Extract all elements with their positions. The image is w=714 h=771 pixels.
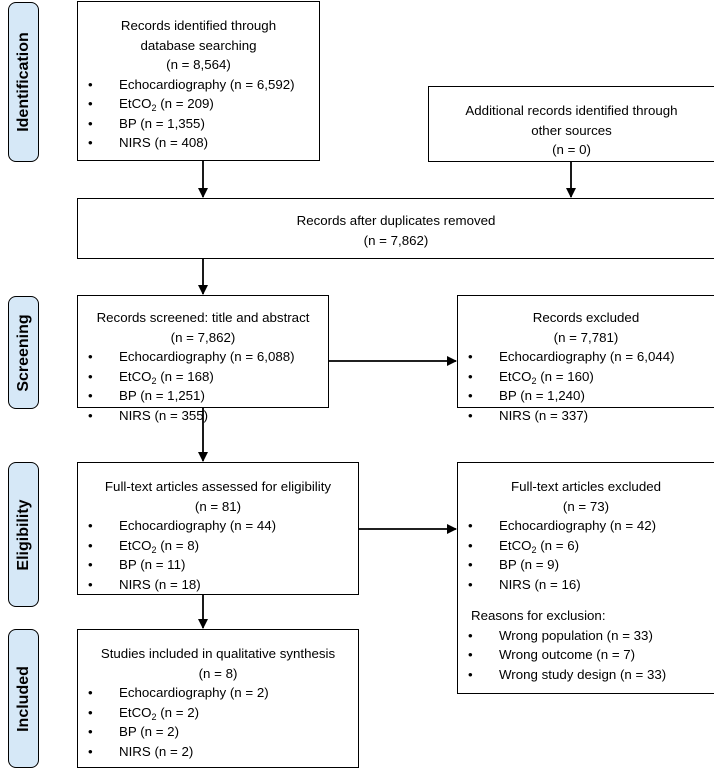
list-item: Echocardiography (n = 44) bbox=[78, 516, 358, 536]
exclusion-reasons-title: Reasons for exclusion: bbox=[471, 608, 606, 623]
duplicates-removed-box: Records after duplicates removed (n = 7,… bbox=[77, 198, 714, 259]
studies-included-list: Echocardiography (n = 2) EtCO2 (n = 2) B… bbox=[78, 683, 358, 761]
records-screened-box: Records screened: title and abstract (n … bbox=[77, 295, 329, 425]
list-item: BP (n = 2) bbox=[78, 722, 358, 742]
list-item: Echocardiography (n = 2) bbox=[78, 683, 358, 703]
list-item: Echocardiography (n = 42) bbox=[458, 516, 714, 536]
studies-included-count: (n = 8) bbox=[198, 665, 238, 681]
list-item: NIRS (n = 337) bbox=[458, 406, 714, 426]
fulltext-excluded-count: (n = 73) bbox=[562, 498, 610, 514]
additional-records-title-2: other sources bbox=[531, 122, 612, 138]
additional-records-title-1: Additional records identified through bbox=[465, 103, 678, 118]
list-item: NIRS (n = 355) bbox=[78, 406, 328, 426]
list-item: Echocardiography (n = 6,044) bbox=[458, 347, 714, 367]
fulltext-excluded-list: Echocardiography (n = 42) EtCO2 (n = 6) … bbox=[458, 516, 714, 594]
list-item: EtCO2 (n = 160) bbox=[458, 367, 714, 387]
fulltext-assessed-count: (n = 81) bbox=[194, 498, 242, 514]
records-identified-title-1: Records identified through bbox=[120, 18, 277, 33]
list-item: Wrong outcome (n = 7) bbox=[458, 645, 714, 665]
list-item: NIRS (n = 16) bbox=[458, 575, 714, 595]
studies-included-box: Studies included in qualitative synthesi… bbox=[77, 629, 359, 768]
list-item: BP (n = 1,240) bbox=[458, 386, 714, 406]
exclusion-reasons-list: Wrong population (n = 33) Wrong outcome … bbox=[458, 626, 714, 685]
studies-included-title: Studies included in qualitative synthesi… bbox=[100, 646, 336, 661]
records-screened-title: Records screened: title and abstract bbox=[96, 310, 310, 325]
list-item: Echocardiography (n = 6,088) bbox=[78, 347, 328, 367]
stage-eligibility: Eligibility bbox=[8, 462, 39, 607]
records-identified-title-2: database searching bbox=[140, 37, 257, 53]
fulltext-excluded-title: Full-text articles excluded bbox=[510, 479, 662, 494]
records-screened-list: Echocardiography (n = 6,088) EtCO2 (n = … bbox=[78, 347, 328, 425]
records-excluded-box: Records excluded (n = 7,781) Echocardiog… bbox=[457, 295, 714, 425]
stage-included: Included bbox=[8, 629, 39, 768]
fulltext-assessed-title: Full-text articles assessed for eligibil… bbox=[104, 479, 332, 494]
list-item: EtCO2 (n = 8) bbox=[78, 536, 358, 556]
list-item: EtCO2 (n = 6) bbox=[458, 536, 714, 556]
list-item: Wrong population (n = 33) bbox=[458, 626, 714, 646]
records-identified-count: (n = 8,564) bbox=[166, 57, 231, 72]
stage-screening: Screening bbox=[8, 296, 39, 409]
list-item: EtCO2 (n = 168) bbox=[78, 367, 328, 387]
additional-records-count: (n = 0) bbox=[552, 142, 591, 157]
duplicates-removed-title: Records after duplicates removed bbox=[296, 213, 496, 228]
records-excluded-count: (n = 7,781) bbox=[553, 329, 619, 345]
list-item: BP (n = 9) bbox=[458, 555, 714, 575]
records-excluded-list: Echocardiography (n = 6,044) EtCO2 (n = … bbox=[458, 347, 714, 425]
list-item: EtCO2 (n = 209) bbox=[78, 94, 319, 114]
list-item: BP (n = 11) bbox=[78, 555, 358, 575]
records-excluded-title: Records excluded bbox=[532, 310, 640, 325]
duplicates-removed-count: (n = 7,862) bbox=[363, 232, 429, 248]
records-screened-count: (n = 7,862) bbox=[170, 329, 236, 345]
list-item: Wrong study design (n = 33) bbox=[458, 665, 714, 685]
records-identified-box: Records identified through database sear… bbox=[77, 1, 320, 161]
fulltext-assessed-box: Full-text articles assessed for eligibil… bbox=[77, 462, 359, 595]
records-identified-list: Echocardiography (n = 6,592) EtCO2 (n = … bbox=[78, 75, 319, 153]
list-item: EtCO2 (n = 2) bbox=[78, 703, 358, 723]
stage-identification: Identification bbox=[8, 2, 39, 162]
fulltext-excluded-box: Full-text articles excluded (n = 73) Ech… bbox=[457, 462, 714, 694]
list-item: BP (n = 1,251) bbox=[78, 386, 328, 406]
fulltext-assessed-list: Echocardiography (n = 44) EtCO2 (n = 8) … bbox=[78, 516, 358, 594]
list-item: NIRS (n = 18) bbox=[78, 575, 358, 595]
list-item: BP (n = 1,355) bbox=[78, 114, 319, 134]
list-item: Echocardiography (n = 6,592) bbox=[78, 75, 319, 95]
list-item: NIRS (n = 2) bbox=[78, 742, 358, 762]
list-item: NIRS (n = 408) bbox=[78, 133, 319, 153]
additional-records-box: Additional records identified through ot… bbox=[428, 86, 714, 162]
